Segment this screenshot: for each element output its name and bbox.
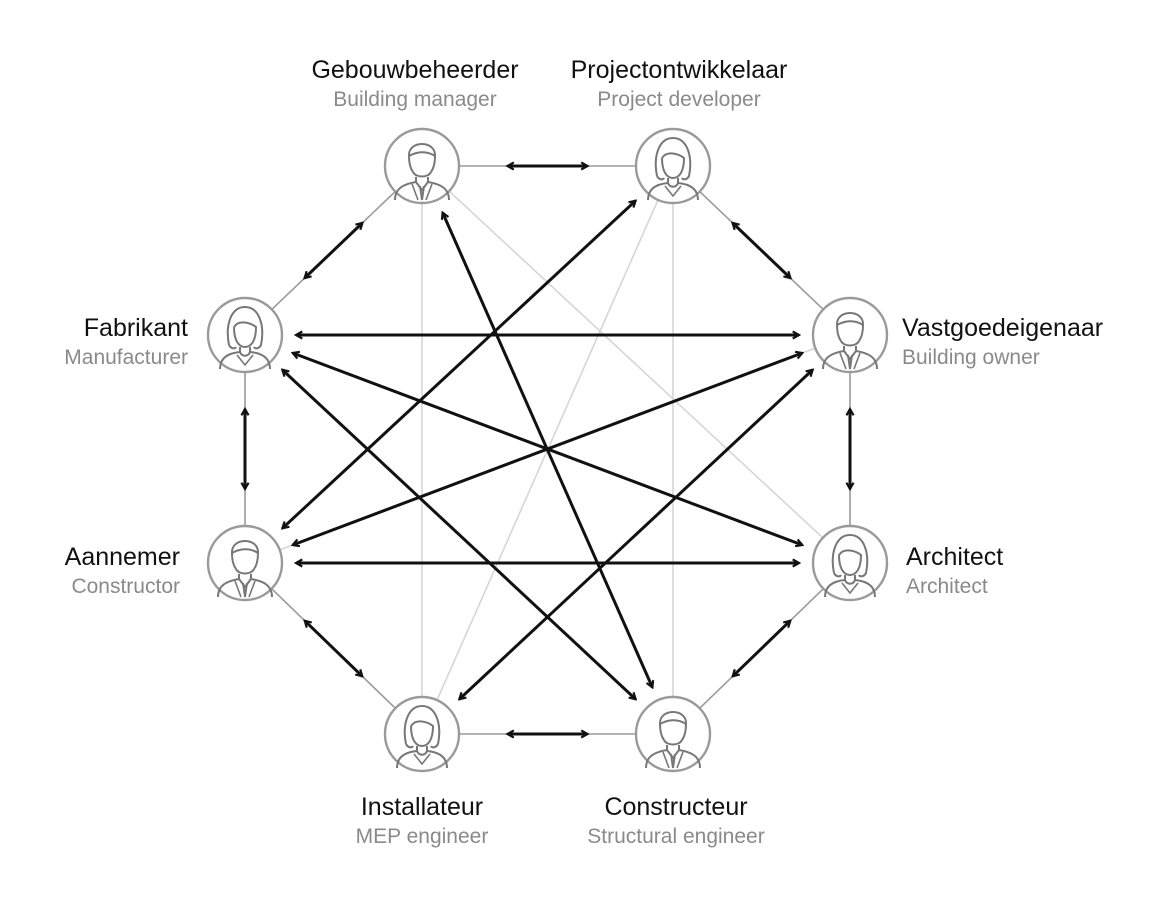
node-aannemer — [206, 524, 284, 602]
node-gebouwbeheerder — [383, 127, 461, 205]
role-name-dutch: Aannemer — [64, 543, 180, 571]
arrow-connection-fabrikant-gebouwbeheerder — [305, 223, 363, 278]
node-installateur — [383, 695, 461, 773]
faint-connection-gebouwbeheerder-architect — [421, 165, 851, 564]
role-name-english: Structural engineer — [587, 825, 765, 848]
role-name-english: Manufacturer — [64, 346, 188, 369]
cross-connections-layer — [282, 201, 812, 700]
role-name-dutch: Gebouwbeheerder — [311, 56, 519, 84]
node-circle — [206, 296, 284, 374]
node-circle — [811, 524, 889, 602]
role-name-dutch: Architect — [906, 543, 1004, 571]
role-name-dutch: Installateur — [360, 793, 484, 821]
arrow-connection-architect-constructeur — [733, 621, 791, 677]
arrow-connection-installateur-vastgoedeigenaar — [459, 370, 812, 699]
role-name-english: Building owner — [902, 346, 1040, 369]
role-name-dutch: Projectontwikkelaar — [570, 56, 788, 84]
node-vastgoedeigenaar — [811, 296, 889, 374]
arrow-connection-installateur-aannemer — [305, 621, 363, 677]
role-nodes-layer — [206, 127, 889, 773]
node-circle — [634, 127, 712, 205]
role-name-english: Architect — [906, 575, 988, 598]
role-name-dutch: Constructeur — [604, 793, 748, 821]
role-name-english: Building manager — [333, 88, 497, 111]
node-circle — [383, 695, 461, 773]
node-constructeur — [634, 695, 712, 773]
node-projectontwikkelaar — [634, 127, 712, 205]
role-name-dutch: Fabrikant — [83, 314, 188, 342]
node-architect — [811, 524, 889, 602]
node-circle — [383, 127, 461, 205]
role-name-english: Constructor — [71, 575, 180, 598]
role-name-english: MEP engineer — [355, 825, 489, 848]
node-circle — [634, 695, 712, 773]
node-fabrikant — [206, 296, 284, 374]
role-name-dutch: Vastgoedeigenaar — [902, 314, 1104, 342]
arrow-connection-projectontwikkelaar-vastgoedeigenaar — [733, 223, 791, 278]
role-name-english: Project developer — [597, 88, 761, 111]
node-circle — [206, 524, 284, 602]
node-circle — [811, 296, 889, 374]
